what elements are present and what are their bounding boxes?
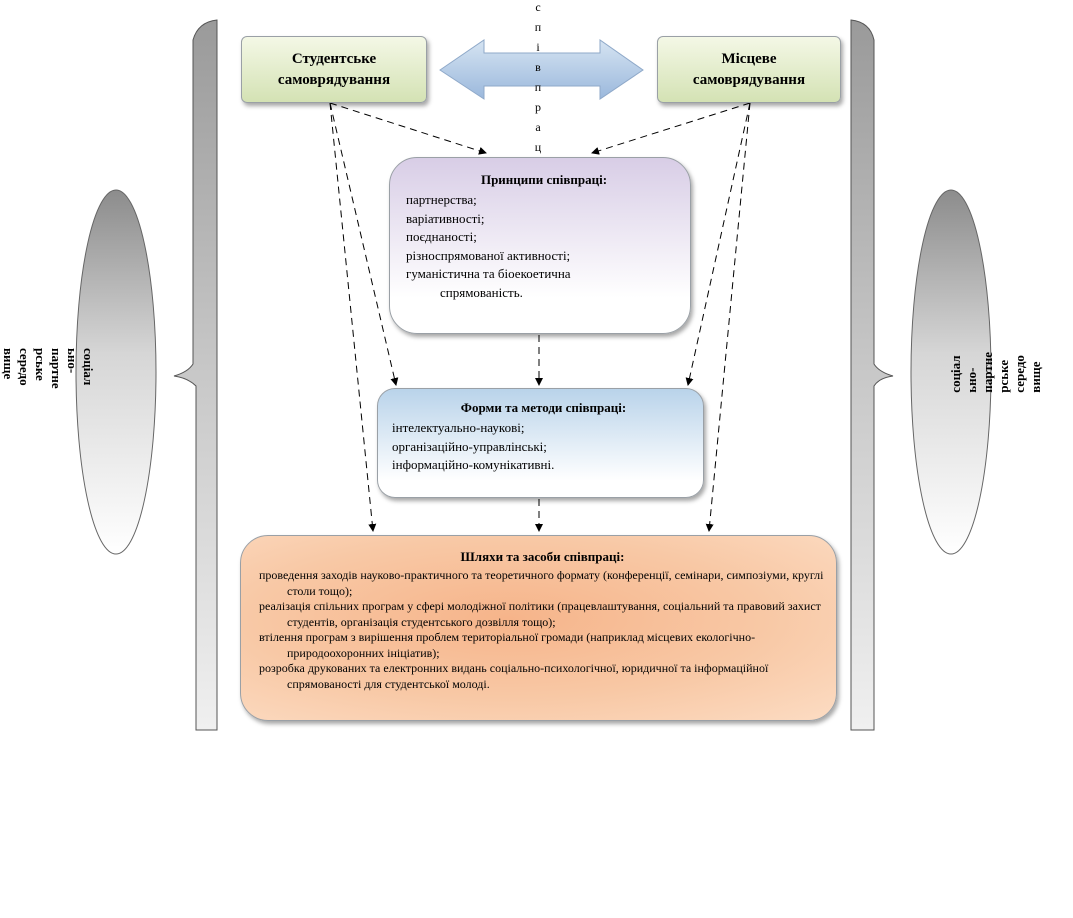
principle-item: варіативності; xyxy=(406,210,485,226)
right-environment-label: соціал ьно- партне рське середо вище xyxy=(948,352,1043,393)
form-item: інформаційно-комунікативні. xyxy=(392,457,555,472)
right-bracket-bar xyxy=(850,19,894,731)
double-arrow-icon xyxy=(439,39,644,100)
ways-title: Шляхи та засоби співпраці: xyxy=(460,549,625,564)
principle-item: гуманістична та біоекоетична xyxy=(406,266,571,281)
left-environment-ellipse xyxy=(75,189,157,555)
principles-box: Принципи співпраці: партнерства; варіати… xyxy=(389,157,691,334)
way-item: проведення заходів науково-практичного т… xyxy=(259,568,824,598)
connector xyxy=(329,102,399,386)
principle-item: різноспрямованої активності; xyxy=(406,247,571,263)
connector xyxy=(329,102,377,532)
way-item: розробка друкованих та електронних видан… xyxy=(259,661,769,691)
connector xyxy=(591,102,751,155)
principle-item: поєднаності; xyxy=(406,229,477,244)
way-item: реалізація спільних програм у сфері моло… xyxy=(259,599,821,629)
left-environment-label: соціал ьно- партне рське середо вище xyxy=(1,348,96,389)
forms-box: Форми та методи співпраці: інтелектуальн… xyxy=(377,388,704,498)
form-item: організаційно-управлінські; xyxy=(392,438,547,454)
connector xyxy=(329,102,487,155)
left-bracket-bar xyxy=(173,19,218,731)
student-selfgov-label: Студентське самоврядування xyxy=(277,50,391,88)
principle-item: спрямованість. xyxy=(440,284,523,300)
student-selfgov-box: Студентське самоврядування xyxy=(241,36,427,103)
cooperation-vertical-label: співпраця xyxy=(531,0,545,180)
forms-title: Форми та методи співпраці: xyxy=(460,400,627,415)
right-environment-ellipse xyxy=(910,189,992,555)
principles-title: Принципи співпраці: xyxy=(480,172,608,187)
connector xyxy=(705,102,751,532)
form-item: інтелектуально-наукові; xyxy=(392,420,525,435)
local-selfgov-box: Місцеве самоврядування xyxy=(657,36,841,103)
connector xyxy=(685,102,751,386)
way-item: втілення програм з вирішення проблем тер… xyxy=(259,630,756,660)
local-selfgov-label: Місцеве самоврядування xyxy=(692,50,806,88)
ways-box: Шляхи та засоби співпраці: проведення за… xyxy=(240,535,837,721)
principle-item: партнерства; xyxy=(406,192,477,207)
